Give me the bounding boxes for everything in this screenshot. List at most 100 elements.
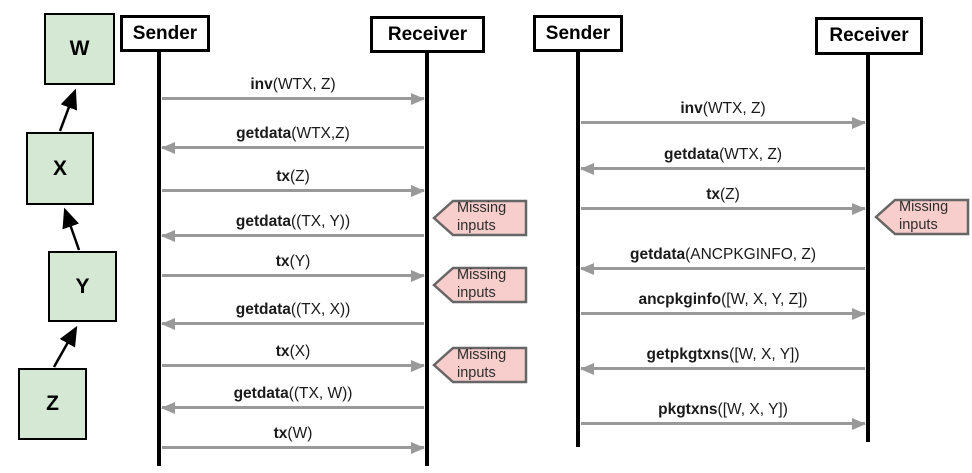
arrow-left-icon bbox=[161, 142, 424, 153]
missing-inputs-callout: Missing inputs bbox=[432, 266, 528, 304]
callout-pointer-icon bbox=[874, 198, 970, 236]
message-method: getdata bbox=[629, 246, 686, 263]
message-label: getdata((TX, Y)) bbox=[162, 213, 424, 231]
message-label: getdata((TX, W)) bbox=[162, 385, 424, 403]
message-method: tx bbox=[275, 343, 290, 360]
message-label: ancpkginfo([W, X, Y, Z]) bbox=[581, 291, 865, 309]
dag-edge-arrows-icon bbox=[52, 88, 81, 368]
arrow-right-icon bbox=[581, 418, 866, 429]
missing-inputs-callout: Missing inputs bbox=[432, 346, 528, 384]
message-label: tx(Y) bbox=[162, 253, 424, 271]
arrow-right-icon bbox=[581, 117, 866, 128]
message-getdata: getdata(WTX, Z) bbox=[580, 146, 865, 174]
arrow-right-icon bbox=[162, 360, 425, 371]
message-getdata: getdata((TX, W)) bbox=[161, 385, 424, 413]
message-args: (WTX, Z) bbox=[272, 76, 336, 93]
missing-inputs-callout: Missing inputs bbox=[432, 199, 528, 237]
message-args: ([W, X, Y]) bbox=[717, 401, 788, 418]
message-label: getdata((TX, X)) bbox=[162, 301, 424, 319]
right-sender-lifeline bbox=[576, 51, 580, 447]
message-args: ([W, X, Y, Z]) bbox=[721, 291, 808, 308]
message-args: ((TX, X)) bbox=[290, 301, 351, 318]
message-inv: inv(WTX, Z) bbox=[581, 100, 866, 128]
callout-label: Missing inputs bbox=[457, 200, 507, 234]
callout-pointer-icon bbox=[432, 266, 528, 304]
arrow-right-icon bbox=[162, 93, 425, 104]
message-args: ((TX, Y)) bbox=[291, 213, 351, 230]
message-getdata: getdata((TX, Y)) bbox=[161, 213, 424, 241]
right-receiver-header: Receiver bbox=[815, 17, 923, 55]
message-label: inv(WTX, Z) bbox=[581, 100, 865, 118]
message-method: getdata bbox=[664, 146, 720, 163]
message-tx: tx(X) bbox=[162, 343, 425, 371]
message-inv: inv(WTX, Z) bbox=[162, 76, 425, 104]
message-tx: tx(Y) bbox=[162, 253, 425, 281]
dag-node-z: Z bbox=[18, 368, 87, 440]
message-method: inv bbox=[680, 100, 703, 117]
message-args: (WTX, Z) bbox=[702, 100, 766, 117]
message-label: tx(Z) bbox=[162, 168, 424, 186]
message-tx: tx(Z) bbox=[162, 168, 425, 196]
message-label: getdata(WTX,Z) bbox=[162, 125, 424, 143]
message-method: getdata bbox=[233, 385, 289, 402]
arrow-left-icon bbox=[580, 163, 865, 174]
callout-pointer-icon bbox=[432, 346, 528, 384]
callout-pointer-icon bbox=[432, 199, 528, 237]
message-getpkgtxns: getpkgtxns([W, X, Y]) bbox=[580, 346, 865, 374]
middle-receiver-header: Receiver bbox=[370, 16, 485, 53]
message-label: getdata(ANCPKGINFO, Z) bbox=[581, 246, 865, 264]
message-args: ((TX, W)) bbox=[288, 385, 353, 402]
arrow-right-icon bbox=[162, 442, 425, 453]
arrow-left-icon bbox=[580, 263, 865, 274]
message-method: getdata bbox=[235, 213, 291, 230]
message-label: pkgtxns([W, X, Y]) bbox=[581, 401, 865, 419]
message-method: pkgtxns bbox=[658, 401, 718, 418]
message-label: tx(X) bbox=[162, 343, 424, 361]
message-args: (W) bbox=[287, 425, 313, 442]
message-args: (X) bbox=[289, 343, 311, 360]
message-args: (WTX, Z) bbox=[719, 146, 782, 163]
message-method: tx bbox=[706, 186, 720, 203]
message-args: (WTX,Z) bbox=[291, 125, 350, 142]
message-getdata: getdata(WTX,Z) bbox=[161, 125, 424, 153]
arrow-right-icon bbox=[581, 203, 866, 214]
middle-sender-header: Sender bbox=[120, 15, 210, 52]
callout-label: Missing inputs bbox=[457, 347, 507, 381]
arrow-left-icon bbox=[161, 230, 424, 241]
message-method: getdata bbox=[236, 125, 292, 142]
message-method: inv bbox=[250, 76, 273, 93]
message-args: (Z) bbox=[720, 186, 740, 203]
middle-receiver-lifeline bbox=[425, 52, 429, 466]
callout-label: Missing inputs bbox=[899, 199, 949, 233]
arrow-left-icon bbox=[161, 402, 424, 413]
message-pkgtxns: pkgtxns([W, X, Y]) bbox=[581, 401, 866, 429]
message-getdata: getdata(ANCPKGINFO, Z) bbox=[580, 246, 865, 274]
message-label: getdata(WTX, Z) bbox=[581, 146, 865, 164]
arrow-right-icon bbox=[581, 308, 866, 319]
message-method: getpkgtxns bbox=[646, 346, 730, 363]
message-label: tx(W) bbox=[162, 425, 424, 443]
message-method: tx bbox=[273, 425, 288, 442]
dag-node-x: X bbox=[26, 132, 94, 205]
message-ancpkginfo: ancpkginfo([W, X, Y, Z]) bbox=[581, 291, 866, 319]
middle-sender-lifeline bbox=[157, 51, 161, 466]
message-label: inv(WTX, Z) bbox=[162, 76, 424, 94]
arrow-left-icon bbox=[161, 318, 424, 329]
message-args: (Z) bbox=[290, 168, 310, 185]
message-method: tx bbox=[275, 253, 290, 270]
missing-inputs-callout: Missing inputs bbox=[874, 198, 970, 236]
message-tx: tx(Z) bbox=[581, 186, 866, 214]
message-label: getpkgtxns([W, X, Y]) bbox=[581, 346, 865, 364]
message-method: ancpkginfo bbox=[638, 291, 722, 308]
arrow-right-icon bbox=[162, 185, 425, 196]
message-args: (ANCPKGINFO, Z) bbox=[685, 246, 816, 263]
dag-node-w: W bbox=[44, 13, 115, 85]
message-tx: tx(W) bbox=[162, 425, 425, 453]
message-method: getdata bbox=[235, 301, 291, 318]
dag-node-y: Y bbox=[48, 251, 117, 322]
message-label: tx(Z) bbox=[581, 186, 865, 204]
arrow-left-icon bbox=[580, 363, 865, 374]
message-method: tx bbox=[276, 168, 290, 185]
message-args: ([W, X, Y]) bbox=[729, 346, 800, 363]
